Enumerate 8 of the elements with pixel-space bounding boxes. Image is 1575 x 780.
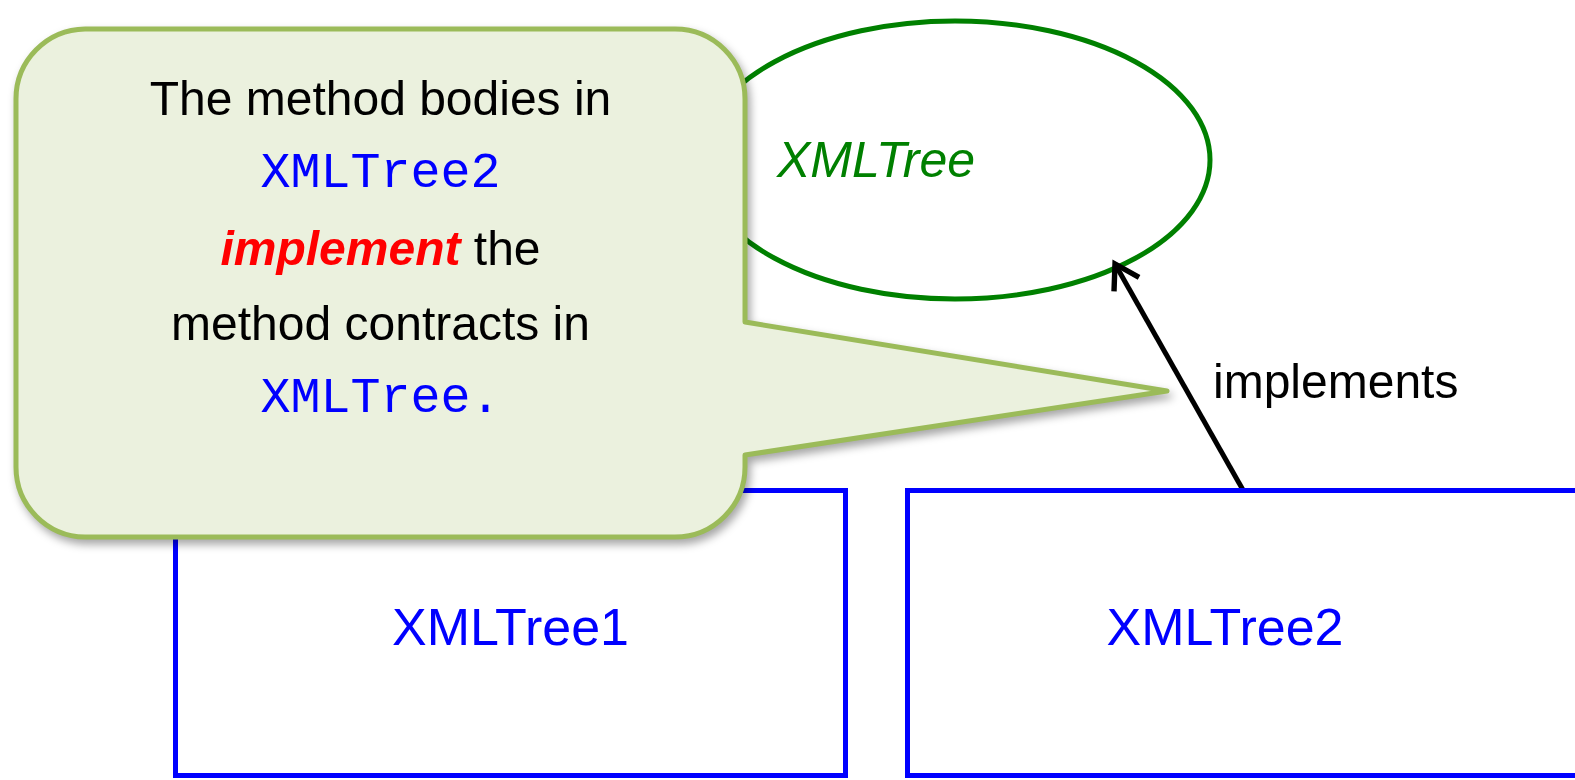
code-text: XMLTree2	[260, 143, 501, 204]
class-box	[905, 488, 1575, 778]
code-text: XMLTree.	[260, 368, 501, 429]
class-name: XMLTree1	[392, 601, 629, 658]
interface-name: XMLTree	[776, 135, 976, 185]
callout-text: The method bodies in	[148, 70, 613, 127]
callout-text: implement the method contracts in	[170, 220, 591, 352]
class-name: XMLTree2	[1106, 601, 1344, 658]
